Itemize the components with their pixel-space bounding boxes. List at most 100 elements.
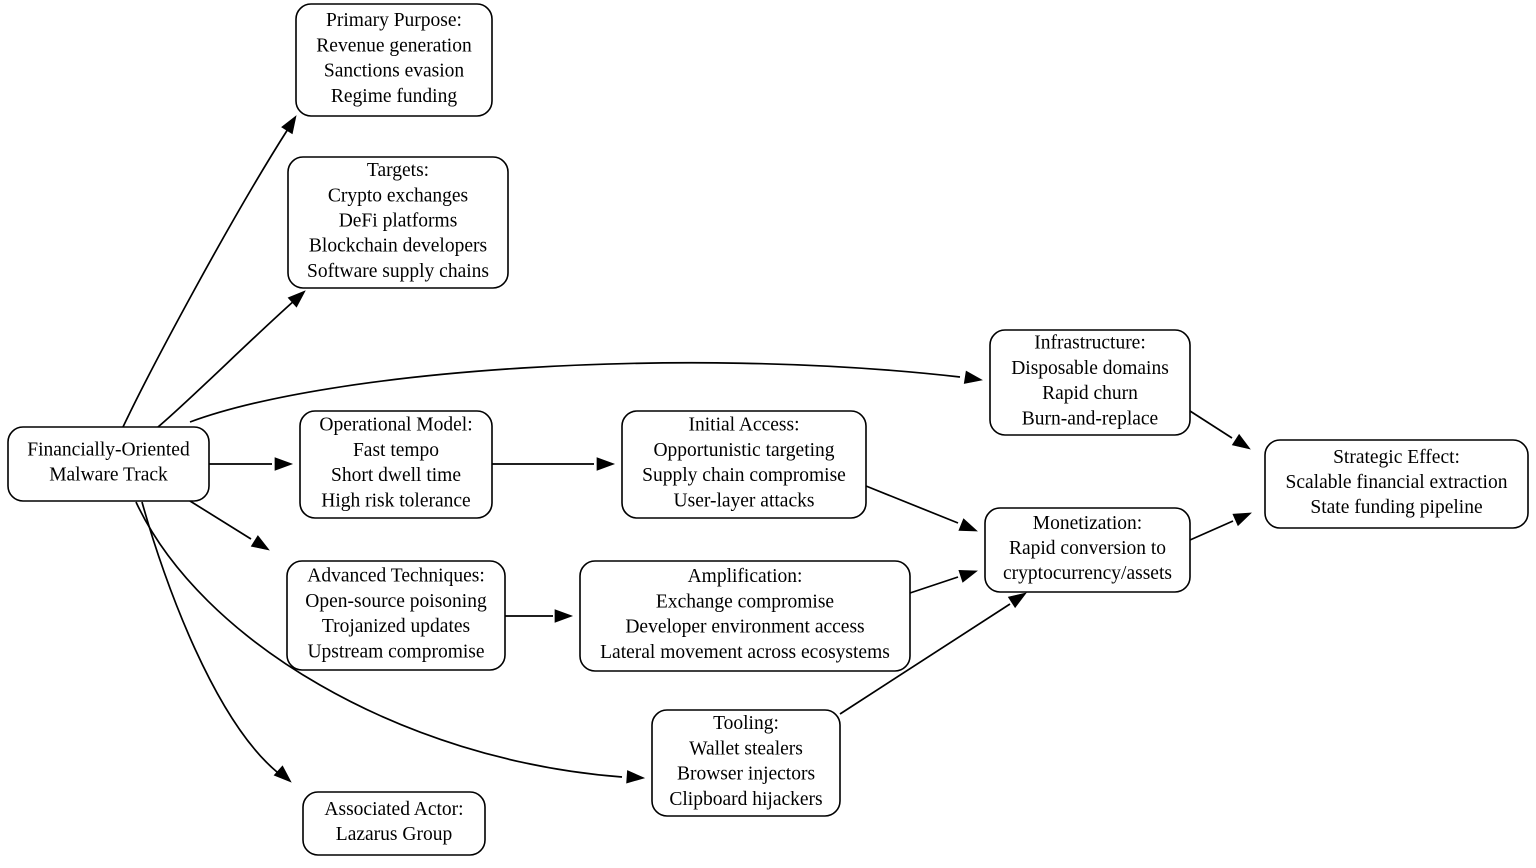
arrowhead-icon xyxy=(273,765,292,783)
edge-line xyxy=(839,603,1011,715)
node-label-line: Disposable domains xyxy=(1011,358,1169,379)
edge-root-to-primary-purpose xyxy=(122,115,297,428)
node-box[interactable] xyxy=(621,410,867,519)
edge-root-to-targets xyxy=(157,290,306,428)
node-label-line: Malware Track xyxy=(49,465,168,486)
node-strategic-effect[interactable]: Strategic Effect:Scalable financial extr… xyxy=(1264,439,1529,529)
node-label-line: Software supply chains xyxy=(307,261,489,282)
node-label-line: Exchange compromise xyxy=(656,592,834,613)
arrowhead-icon xyxy=(250,535,270,551)
arrowhead-icon xyxy=(963,370,984,384)
arrowhead-icon xyxy=(281,115,297,135)
node-label-line: Burn-and-replace xyxy=(1022,409,1158,430)
node-label-line: Monetization: xyxy=(1033,513,1142,534)
node-label-line: Open-source poisoning xyxy=(305,591,487,612)
edge-monetization-to-strategic-effect xyxy=(1189,512,1252,541)
edge-line xyxy=(189,361,961,423)
edge-initial-access-to-monetization xyxy=(865,485,978,532)
node-label-line: Browser injectors xyxy=(677,764,815,785)
node-label-line: Regime funding xyxy=(331,86,457,107)
node-label-line: Revenue generation xyxy=(316,36,472,57)
arrowhead-icon xyxy=(596,457,616,471)
node-label-line: Amplification: xyxy=(688,567,803,588)
node-label-line: Clipboard hijackers xyxy=(669,789,822,810)
arrowhead-icon xyxy=(958,518,978,532)
node-box[interactable] xyxy=(989,329,1191,436)
edge-tooling-to-monetization xyxy=(839,592,1027,715)
node-box[interactable] xyxy=(651,709,841,817)
node-label-line: Crypto exchanges xyxy=(328,186,468,207)
node-label-line: DeFi platforms xyxy=(339,211,458,232)
node-label-line: Associated Actor: xyxy=(324,799,463,820)
node-label-line: Initial Access: xyxy=(688,415,799,436)
node-label-line: Operational Model: xyxy=(319,415,472,436)
node-label-line: Wallet stealers xyxy=(689,739,803,760)
node-box[interactable] xyxy=(7,426,210,502)
node-box[interactable] xyxy=(302,791,486,856)
edge-root-to-operational-model xyxy=(209,457,294,471)
node-label-line: State funding pipeline xyxy=(1310,498,1482,519)
node-label-line: High risk tolerance xyxy=(321,491,470,512)
node-label-line: Blockchain developers xyxy=(309,236,487,257)
edge-line xyxy=(157,299,296,428)
node-label-line: Trojanized updates xyxy=(322,617,470,638)
node-label-line: Upstream compromise xyxy=(307,642,484,663)
node-label-line: cryptocurrency/assets xyxy=(1003,564,1172,585)
node-box[interactable] xyxy=(984,507,1191,593)
edge-line xyxy=(909,576,959,594)
node-label-line: Short dwell time xyxy=(331,466,461,487)
edge-root-to-tooling xyxy=(135,501,646,784)
arrowhead-icon xyxy=(1232,512,1252,527)
node-label-line: Opportunistic targeting xyxy=(653,440,834,461)
edge-amplification-to-monetization xyxy=(909,569,978,594)
node-box[interactable] xyxy=(286,560,506,671)
arrowhead-icon xyxy=(958,569,978,583)
node-advanced-techniques[interactable]: Advanced Techniques:Open-source poisonin… xyxy=(286,560,506,671)
node-label-line: User-layer attacks xyxy=(674,491,815,512)
node-box[interactable] xyxy=(1264,439,1529,529)
node-label-line: Lateral movement across ecosystems xyxy=(600,642,890,663)
node-box[interactable] xyxy=(299,410,493,519)
node-box[interactable] xyxy=(579,560,911,672)
node-label-line: Strategic Effect: xyxy=(1333,447,1460,468)
edges-layer xyxy=(122,115,1252,784)
arrowhead-icon xyxy=(1231,433,1251,450)
arrowhead-icon xyxy=(1007,592,1027,609)
arrowhead-icon xyxy=(554,609,574,623)
node-box[interactable] xyxy=(295,3,493,117)
edge-line xyxy=(189,500,252,540)
node-box[interactable] xyxy=(287,156,509,289)
node-label-line: Infrastructure: xyxy=(1034,333,1146,354)
node-associated-actor[interactable]: Associated Actor: Lazarus Group xyxy=(302,791,486,856)
node-label: Advanced Techniques:Open-source poisonin… xyxy=(305,566,487,663)
edge-line xyxy=(1189,410,1233,439)
edge-infrastructure-to-strategic-effect xyxy=(1189,410,1251,450)
edge-operational-model-to-initial-access xyxy=(492,457,616,471)
node-label-line: Targets: xyxy=(367,161,429,182)
node-label-line: Sanctions evasion xyxy=(324,61,465,82)
node-label-line: Supply chain compromise xyxy=(642,466,846,487)
edge-advanced-techniques-to-amplification xyxy=(505,609,574,623)
node-label-line: Lazarus Group xyxy=(336,825,452,846)
edge-line xyxy=(122,128,289,428)
